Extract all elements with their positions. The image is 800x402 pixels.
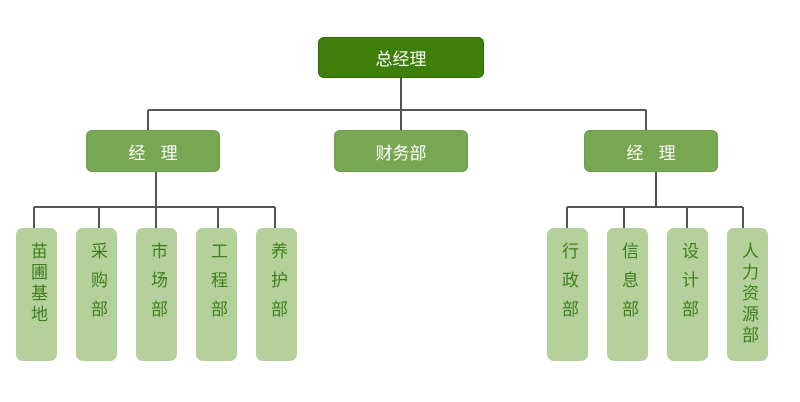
node-finance: 财务部 <box>334 130 468 172</box>
node-manager-right: 经理 <box>584 130 718 172</box>
node-general-manager: 总经理 <box>318 37 484 78</box>
node-dept-nursery: 苗圃基地 <box>16 228 57 361</box>
node-dept-design: 设计部 <box>667 228 708 361</box>
node-manager-left-label: 经理 <box>128 143 193 164</box>
node-finance-label: 财务部 <box>375 143 427 164</box>
node-dept-information: 信息部 <box>607 228 648 361</box>
node-dept-administration-label: 行政部 <box>558 242 578 329</box>
node-dept-marketing: 市场部 <box>136 228 177 361</box>
node-dept-hr: 人力资源部 <box>727 228 768 361</box>
node-dept-maintenance: 养护部 <box>256 228 297 361</box>
node-dept-purchasing: 采购部 <box>76 228 117 361</box>
node-dept-engineering-label: 工程部 <box>207 242 227 329</box>
node-dept-marketing-label: 市场部 <box>147 242 167 329</box>
node-dept-maintenance-label: 养护部 <box>267 242 287 329</box>
node-manager-right-label: 经理 <box>626 143 691 164</box>
node-dept-design-label: 设计部 <box>678 242 698 329</box>
node-dept-administration: 行政部 <box>547 228 588 361</box>
node-dept-information-label: 信息部 <box>618 242 638 329</box>
node-general-manager-label: 总经理 <box>375 50 427 70</box>
node-dept-purchasing-label: 采购部 <box>87 242 107 329</box>
node-manager-left: 经理 <box>86 130 220 172</box>
node-dept-hr-label: 人力资源部 <box>738 242 758 347</box>
node-dept-engineering: 工程部 <box>196 228 237 361</box>
node-dept-nursery-label: 苗圃基地 <box>27 242 47 326</box>
